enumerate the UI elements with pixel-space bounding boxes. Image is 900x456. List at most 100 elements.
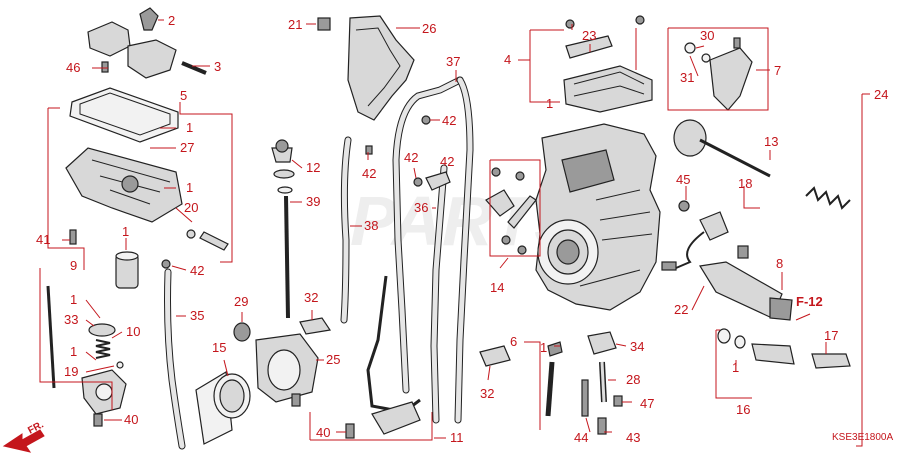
jets-group bbox=[479, 261, 851, 435]
part-10 bbox=[95, 339, 111, 359]
callout: 42 bbox=[190, 263, 204, 278]
callout: 42 bbox=[362, 166, 376, 181]
callout: 9 bbox=[70, 258, 77, 273]
callout: 18 bbox=[738, 176, 752, 191]
part-2 bbox=[139, 7, 159, 31]
front-arrow-icon bbox=[2, 429, 45, 453]
part-23 bbox=[565, 35, 613, 59]
part-46 bbox=[101, 61, 109, 73]
callout: 41 bbox=[36, 232, 50, 247]
callout: 1 bbox=[546, 96, 553, 111]
callout: 10 bbox=[126, 324, 140, 339]
part-29 bbox=[233, 322, 251, 342]
part-21 bbox=[317, 17, 331, 31]
part-33 bbox=[88, 323, 116, 337]
callout: 1 bbox=[122, 224, 129, 239]
callout: 44 bbox=[574, 430, 588, 445]
callout: 38 bbox=[364, 218, 378, 233]
leader-lines-bottom-right bbox=[487, 272, 827, 433]
part-14 bbox=[485, 189, 515, 217]
callout: 16 bbox=[736, 402, 750, 417]
callout: 32 bbox=[480, 386, 494, 401]
part-16 bbox=[751, 343, 795, 365]
callout: 17 bbox=[824, 328, 838, 343]
leader-lines-tubes bbox=[413, 70, 457, 209]
part-20 bbox=[199, 231, 229, 251]
callout: 12 bbox=[306, 160, 320, 175]
part-41 bbox=[69, 229, 77, 245]
callout: 29 bbox=[234, 294, 248, 309]
float-chamber-group bbox=[46, 7, 229, 450]
part-43 bbox=[597, 417, 607, 435]
callout: 1 bbox=[540, 340, 547, 355]
callout: 3 bbox=[214, 59, 221, 74]
part-13 bbox=[699, 138, 771, 178]
callout: 5 bbox=[180, 88, 187, 103]
callout: 13 bbox=[764, 134, 778, 149]
throttle-group bbox=[195, 15, 421, 445]
part-45 bbox=[678, 200, 690, 212]
part-6 bbox=[545, 361, 555, 417]
callout: 42 bbox=[404, 150, 418, 165]
part-26 bbox=[347, 15, 415, 121]
callout: 27 bbox=[180, 140, 194, 155]
callout: 2 bbox=[168, 13, 175, 28]
callout: 42 bbox=[440, 154, 454, 169]
part-3 bbox=[181, 61, 207, 75]
callout: 26 bbox=[422, 21, 436, 36]
callout: 33 bbox=[64, 312, 78, 327]
part-44 bbox=[581, 379, 589, 417]
callout: 24 bbox=[874, 87, 888, 102]
part-chamber-cover bbox=[127, 39, 177, 79]
callout: 1 bbox=[186, 180, 193, 195]
callout: 39 bbox=[306, 194, 320, 209]
callout: 1 bbox=[186, 120, 193, 135]
callout: 30 bbox=[700, 28, 714, 43]
callout: 25 bbox=[326, 352, 340, 367]
callout: 15 bbox=[212, 340, 226, 355]
callout: 46 bbox=[66, 60, 80, 75]
part-30 bbox=[684, 42, 696, 54]
breather-tubes bbox=[392, 76, 474, 424]
callout: 43 bbox=[626, 430, 640, 445]
part-spring bbox=[805, 186, 851, 210]
callout: 23 bbox=[582, 28, 596, 43]
callout-numbers: 2 3 46 5 1 27 1 20 41 1 42 9 1 33 10 1 1… bbox=[36, 13, 888, 445]
callout: 47 bbox=[640, 396, 654, 411]
part-32-lower bbox=[479, 345, 511, 367]
callout: 14 bbox=[490, 280, 504, 295]
part-9 bbox=[46, 285, 56, 389]
part-8 bbox=[769, 297, 793, 321]
callout: 32 bbox=[304, 290, 318, 305]
callout: 31 bbox=[680, 70, 694, 85]
carburetor-body bbox=[485, 119, 851, 311]
leader-lines-body bbox=[489, 150, 771, 269]
callout: 40 bbox=[124, 412, 138, 427]
part-47 bbox=[613, 395, 623, 407]
part-7 bbox=[709, 47, 753, 111]
part-gasket bbox=[69, 87, 179, 143]
front-direction-arrow: FR. bbox=[2, 419, 46, 453]
callout: 11 bbox=[450, 430, 464, 445]
callout: 1 bbox=[732, 360, 739, 375]
callout: 4 bbox=[504, 52, 511, 67]
part-34 bbox=[587, 331, 617, 355]
part-17 bbox=[811, 353, 851, 369]
callout: 7 bbox=[774, 63, 781, 78]
callout: 8 bbox=[776, 256, 783, 271]
part-top-cap bbox=[87, 21, 131, 57]
part-39 bbox=[284, 195, 290, 319]
callout: 35 bbox=[190, 308, 204, 323]
callout: 1 bbox=[70, 344, 77, 359]
callout: 42 bbox=[442, 113, 456, 128]
part-32-upper bbox=[299, 317, 332, 335]
callout: 28 bbox=[626, 372, 640, 387]
part-13-drum bbox=[673, 119, 707, 157]
callout: 19 bbox=[64, 364, 78, 379]
callout: 20 bbox=[184, 200, 198, 215]
figure-code: KSE3E1800A bbox=[832, 432, 893, 443]
leader-lines-center-left bbox=[223, 23, 446, 441]
part-18 bbox=[699, 211, 729, 241]
